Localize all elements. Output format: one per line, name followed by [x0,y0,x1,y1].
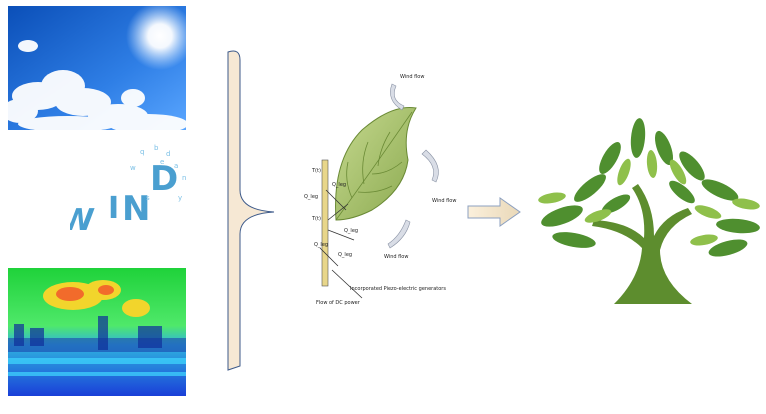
sky-sun-image [8,6,186,130]
wind-flow-arrow-icon-2 [422,150,438,182]
svg-text:w: w [130,164,136,172]
svg-text:y: y [178,194,182,202]
tree-icon [532,108,766,304]
svg-text:Q_leg: Q_leg [332,182,346,188]
arrow-right-icon [466,196,522,228]
svg-text:Q_leg: Q_leg [338,252,352,258]
wind-letter-i: I [108,191,119,226]
svg-text:Q_leg: Q_leg [304,194,318,200]
svg-text:Wind flow: Wind flow [400,74,424,80]
svg-text:e: e [160,158,164,166]
svg-text:a: a [174,162,178,170]
svg-text:d: d [166,150,170,158]
svg-text:Wind flow: Wind flow [432,198,456,204]
svg-text:s: s [146,194,150,202]
svg-text:T(t): T(t) [311,216,321,222]
svg-text:Incorporated Piezo-electric ge: Incorporated Piezo-electric generators [350,286,446,292]
svg-text:b: b [154,144,159,152]
svg-text:Q_leg: Q_leg [344,228,358,234]
thermal-image [8,268,186,396]
bracket-column [200,40,290,380]
wind-flow-arrow-icon-3 [388,220,410,248]
svg-text:n: n [182,174,186,182]
svg-text:Flow of DC power: Flow of DC power [316,300,361,306]
wind-flow-arrow-icon [390,84,404,110]
svg-text:Wind flow: Wind flow [384,254,408,260]
piezo-leaf-diagram: Wind flow Wind flow Wind flow T(t) T(t) … [292,70,468,310]
wind-letter-w: W [70,203,96,238]
svg-text:Q_leg: Q_leg [314,242,328,248]
svg-text:q: q [140,148,144,156]
svg-text:T(t): T(t) [311,168,321,174]
